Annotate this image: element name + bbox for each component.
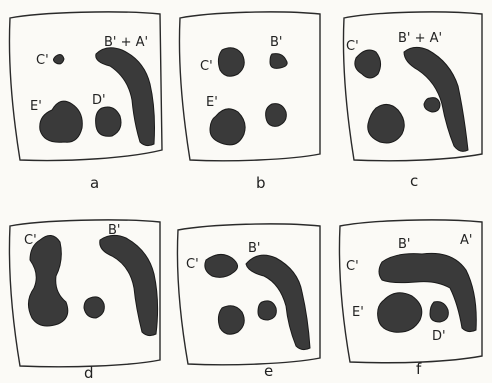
panel-f: B' A' C' E' D' f [339,220,482,378]
label-b-a: B' + A' [398,31,442,46]
panel-letter: d [84,364,94,382]
label-e: E' [206,95,218,110]
label-e: E' [30,99,42,114]
blob-e [378,293,422,332]
blob-b [246,255,310,350]
label-c: C' [346,259,359,274]
blob-d [258,301,276,320]
label-b: B' [398,237,411,252]
blob-c [28,235,67,326]
panel-b-outline [179,12,320,161]
blob-b [100,235,158,335]
blob-d [430,302,448,322]
panel-a: C' B' + A' E' D' a [9,12,162,192]
blob-d [266,104,287,127]
blob-e [218,306,244,335]
blob-c [54,55,65,64]
panel-letter: e [264,362,273,380]
label-c: C' [24,233,37,248]
blob-e [368,104,405,143]
panel-e: C' B' e [177,224,320,380]
blob-d [84,297,104,318]
blob-e [40,101,83,142]
panel-c: C' B' + A' c [343,12,482,190]
panel-letter: a [90,174,99,192]
blob-c [218,48,244,77]
panel-d: C' B' d [9,220,160,382]
blob-d [96,107,121,136]
label-b: B' [248,241,261,256]
label-b: B' [108,223,121,238]
label-e: E' [352,305,364,320]
blob-d [424,98,440,112]
panel-b: C' B' E' b [179,12,320,192]
label-b-a: B' + A' [104,35,148,50]
label-c: C' [346,39,359,54]
panel-letter: f [416,360,422,378]
label-c: C' [200,59,213,74]
label-a: A' [460,233,472,248]
blob-b [270,54,287,69]
label-c: C' [36,53,49,68]
blob-e [210,109,245,145]
panel-letter: c [410,172,418,190]
label-d: D' [432,329,446,344]
panel-letter: b [256,174,266,192]
blob-c [205,254,238,277]
label-c: C' [186,257,199,272]
label-d: D' [92,93,106,108]
label-b: B' [270,35,283,50]
blob-c [355,50,381,78]
